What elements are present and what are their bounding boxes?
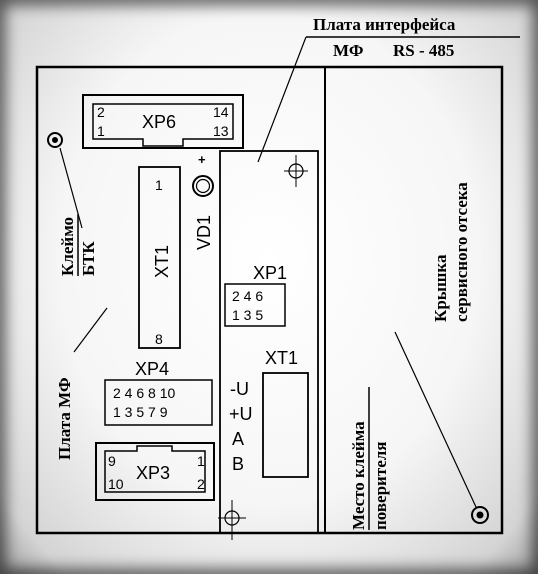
label-kleimo: Клеймо bbox=[58, 217, 77, 276]
xt1-a: A bbox=[232, 429, 244, 449]
xt1-right-terminal bbox=[262, 372, 309, 478]
label-poveritelya: поверителя bbox=[371, 442, 390, 530]
title-mf: МФ bbox=[333, 41, 363, 60]
vd1-label-group: VD1 bbox=[194, 215, 214, 250]
xp6-label: XP6 bbox=[142, 112, 176, 132]
verifier-seal-center bbox=[476, 511, 484, 519]
xt1-right-label: XT1 bbox=[265, 348, 298, 368]
xt1-label-group: XT1 bbox=[152, 245, 172, 278]
xp4-label: XP4 bbox=[135, 359, 169, 379]
xp3-pin-9: 9 bbox=[108, 453, 116, 469]
label-mesto: Место клейма bbox=[349, 421, 368, 530]
xt1-plus-u: +U bbox=[229, 404, 253, 424]
btk-seal-center bbox=[52, 137, 58, 143]
xp6-pin-1: 1 bbox=[97, 123, 105, 139]
xt1-label: XT1 bbox=[152, 245, 172, 278]
xp3-pin-1: 1 bbox=[197, 453, 205, 469]
xp4-row-even: 2 4 6 8 10 bbox=[113, 385, 175, 401]
xp6-pin-2: 2 bbox=[97, 104, 105, 120]
xp3-label: XP3 bbox=[136, 463, 170, 483]
xp1-row-odd: 1 3 5 bbox=[232, 307, 263, 323]
title-rs485: RS - 485 bbox=[393, 41, 454, 60]
vd1-label: VD1 bbox=[194, 215, 214, 250]
xt1-minus-u: -U bbox=[230, 379, 249, 399]
xp3-pin-10: 10 bbox=[108, 476, 124, 492]
xp1-label: XP1 bbox=[253, 263, 287, 283]
verifier-label-group: Место клейма поверителя bbox=[349, 387, 390, 530]
vd1-plus-sign: + bbox=[198, 152, 206, 167]
title-line1: Плата интерфейса bbox=[313, 15, 456, 34]
xp1-row-even: 2 4 6 bbox=[232, 288, 263, 304]
verifier-seal-icon bbox=[471, 506, 489, 524]
xt1-b: B bbox=[232, 454, 244, 474]
plata-mf-label-group: Плата МФ bbox=[55, 377, 74, 460]
title-leader bbox=[257, 36, 307, 163]
xp3-outer bbox=[95, 442, 215, 501]
xp6-outer bbox=[82, 94, 244, 149]
btk-label-group: Клеймо БТК bbox=[58, 214, 98, 276]
vd1-led-icon bbox=[195, 178, 211, 194]
cover-label-group: Крышка сервисного отсека bbox=[431, 182, 471, 322]
xt1-terminal-block bbox=[138, 166, 181, 349]
xt1-pin-8: 8 bbox=[155, 331, 163, 347]
xt1-pin-1: 1 bbox=[155, 177, 163, 193]
label-kryshka: Крышка bbox=[431, 254, 450, 322]
xp6-pin-13: 13 bbox=[213, 123, 229, 139]
vd1-led-outer bbox=[192, 175, 214, 197]
label-plata-mf: Плата МФ bbox=[55, 377, 74, 460]
btk-seal-icon bbox=[47, 132, 63, 148]
label-servisnogo: сервисного отсека bbox=[452, 182, 471, 322]
xp6-inner bbox=[92, 103, 234, 147]
xp1-connector bbox=[224, 283, 286, 327]
interface-board bbox=[219, 150, 319, 534]
verifier-leader bbox=[394, 331, 477, 508]
plata-mf-leader bbox=[73, 307, 108, 353]
label-btk: БТК bbox=[79, 241, 98, 276]
xp6-pin-14: 14 bbox=[213, 104, 229, 120]
xp3-inner bbox=[104, 445, 206, 493]
xp3-pin-2: 2 bbox=[197, 476, 205, 492]
xp4-connector bbox=[104, 379, 213, 426]
xp4-row-odd: 1 3 5 7 9 bbox=[113, 404, 168, 420]
